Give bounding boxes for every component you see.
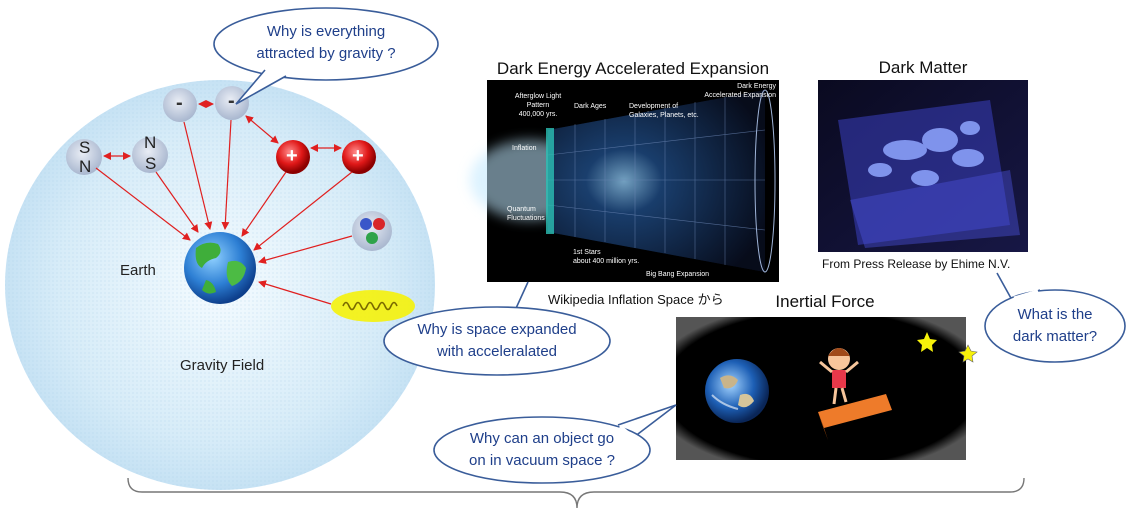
dark-matter-caption: From Press Release by Ehime N.V. [822,257,1011,271]
bottom-brace [127,477,1025,509]
atomic-nucleus-icon [352,211,392,251]
annotation-afterglow-line-3: 400,000 yrs. [518,111,558,118]
negative-charge-2 [215,86,249,120]
earth-photo [705,359,769,423]
dark-matter-question-line-1: What is the [1017,306,1093,323]
magnet-right-n-label: N [144,133,157,152]
vacuum-question-line-2: on in vacuum space ? [469,452,615,469]
positive-charge-1 [276,140,310,174]
child-on-box [818,348,892,440]
dark-matter-question-line-2: dark matter? [1012,328,1098,345]
speech-bubble-vacuum [433,404,677,484]
annotation-first-stars-line-2: about 400 million yrs. [573,258,640,265]
annotation-big-bang: Big Bang Expansion [646,271,710,278]
annotation-dark-energy-line-2: Accelerated Expansion [704,92,776,99]
speech-bubble-dark-matter [984,272,1126,363]
gravity-question-line-1: Why is everything [266,23,386,40]
annotation-development-line-1: Development of [629,103,679,110]
vacuum-question-text: Why can an object go on in vacuum space … [442,428,642,472]
negative-charge-2-label: - [228,90,235,112]
gravity-question-text: Why is everything attracted by gravity ? [226,21,426,65]
magnet-left-s-label: S [79,138,91,157]
space-question-line-1: Why is space expanded [417,321,577,338]
space-question-text: Why is space expanded with acceleralated [397,319,597,363]
annotation-development: Development of Galaxies, Planets, etc. [629,102,699,120]
light-wave-icon [331,290,415,322]
annotation-afterglow: Afterglow Light Pattern 400,000 yrs. [507,92,569,119]
positive-charge-2 [342,140,376,174]
negative-charge-1-label: - [176,92,183,114]
dark-matter-image [818,80,1028,252]
dark-matter-question-text: What is the dark matter? [995,304,1115,348]
annotation-quantum: Quantum Fluctuations [507,205,545,223]
annotation-quantum-line-1: Quantum [507,206,536,213]
annotation-quantum-line-2: Fluctuations [507,215,545,222]
dark-matter-title: Dark Matter [878,58,968,77]
star-icon [917,332,937,352]
gravity-arrows [95,100,353,305]
speech-bubble-gravity [213,7,439,105]
annotation-dark-energy: Dark Energy Accelerated Expansion [688,82,776,100]
annotation-afterglow-line-1: Afterglow Light [514,93,562,100]
magnet-right [132,137,168,173]
earth-globe [184,232,256,304]
annotation-first-stars-line-1: 1st Stars [573,249,601,256]
negative-charge-1 [163,88,197,122]
annotation-afterglow-line-2: Pattern [526,102,550,109]
inertial-force-title: Inertial Force [775,292,875,311]
annotation-development-line-2: Galaxies, Planets, etc. [629,112,699,119]
dark-energy-image [470,80,779,282]
annotation-inflation: Inflation [512,145,537,152]
positive-charge-2-label: + [352,145,364,167]
inertial-force-image [676,317,966,460]
annotation-dark-energy-line-1: Dark Energy [737,83,776,90]
magnet-left [66,139,102,175]
magnet-left-n-label: N [79,157,92,176]
dark-energy-caption: Wikipedia Inflation Space から [548,292,724,307]
speech-bubble-space [383,281,611,376]
vacuum-question-line-1: Why can an object go [469,430,615,447]
annotation-first-stars: 1st Stars about 400 million yrs. [573,248,639,266]
annotation-dark-ages: Dark Ages [574,103,607,110]
earth-label: Earth [120,262,156,279]
gravity-question-line-2: attracted by gravity ? [256,45,396,62]
space-question-line-2: with acceleralated [436,343,558,360]
positive-charge-1-label: + [286,145,298,167]
dark-energy-title: Dark Energy Accelerated Expansion [496,59,770,78]
magnet-right-s-label: S [145,154,157,173]
gravity-field-label: Gravity Field [180,357,265,374]
star-icon-outside [958,344,978,363]
